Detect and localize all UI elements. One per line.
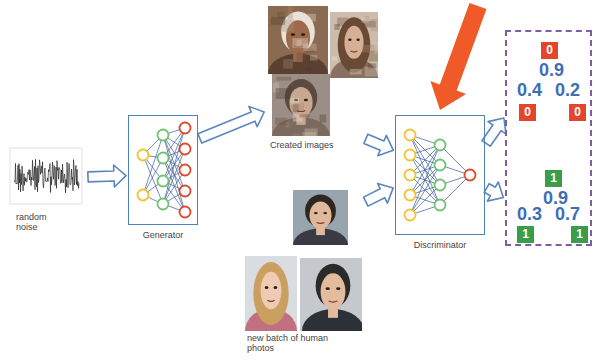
neuron <box>435 200 446 211</box>
label-zero: 0 <box>541 42 558 59</box>
noise-signal <box>14 159 79 192</box>
caption-label: random noise <box>16 212 60 233</box>
neuron <box>180 123 191 134</box>
neuron <box>405 190 416 201</box>
class-label: 1 <box>550 172 557 185</box>
class-label: 0 <box>524 106 531 119</box>
score-number: 0.4 <box>517 80 542 100</box>
label-one: 1 <box>571 226 588 243</box>
neuron <box>180 207 191 218</box>
score-number: 0.7 <box>555 204 580 224</box>
discriminator-network <box>405 130 476 221</box>
neuron <box>158 199 169 210</box>
face-photo <box>293 190 348 245</box>
face-photo <box>245 256 297 331</box>
label-one: 1 <box>517 226 534 243</box>
score-group: 0.90.40.20.90.30.7000111 <box>505 30 592 246</box>
label-one: 1 <box>545 170 562 187</box>
label-zero: 0 <box>569 104 586 121</box>
caption-label: new batch of human photos <box>247 333 337 354</box>
block-arrow <box>484 182 503 201</box>
block-arrow <box>198 106 264 143</box>
face-photo <box>268 6 328 74</box>
neuron <box>158 153 169 164</box>
caption-label: Created images <box>270 140 370 150</box>
class-label: 0 <box>546 44 553 57</box>
neuron <box>405 170 416 181</box>
generator-network <box>138 123 191 218</box>
block-arrow <box>88 165 126 187</box>
class-label: 0 <box>574 106 581 119</box>
neuron <box>138 150 149 161</box>
neuron <box>405 150 416 161</box>
discriminator-box: Discriminator <box>395 115 485 235</box>
generator-box: Generator <box>128 115 198 225</box>
block-arrow <box>364 183 394 206</box>
neuron <box>465 170 476 181</box>
class-label: 1 <box>576 228 583 241</box>
neuron <box>158 130 169 141</box>
neuron <box>435 180 446 191</box>
photo-group: new batch of human photos <box>243 188 364 333</box>
neuron <box>158 176 169 187</box>
neuron <box>180 165 191 176</box>
face-photo <box>330 12 378 78</box>
neuron <box>180 186 191 197</box>
score-number: 0.2 <box>555 80 580 100</box>
caption-label: Generator <box>129 230 197 240</box>
block-arrow <box>482 118 506 146</box>
face-photo <box>272 74 330 136</box>
neuron <box>405 210 416 221</box>
image-group: Created images <box>266 4 380 138</box>
neuron <box>405 130 416 141</box>
block-arrow <box>364 134 393 156</box>
score-number: 0.3 <box>517 204 542 224</box>
neuron <box>435 140 446 151</box>
callout-arrow <box>430 3 486 110</box>
score-number: 0.9 <box>539 60 564 80</box>
face-photo <box>300 258 362 331</box>
label-zero: 0 <box>519 104 536 121</box>
caption-label: Discriminator <box>396 240 484 250</box>
noise-figure: random noise <box>8 146 86 208</box>
class-label: 1 <box>522 228 529 241</box>
plot-frame <box>10 148 82 204</box>
neuron <box>180 144 191 155</box>
neuron <box>138 190 149 201</box>
neuron <box>435 160 446 171</box>
